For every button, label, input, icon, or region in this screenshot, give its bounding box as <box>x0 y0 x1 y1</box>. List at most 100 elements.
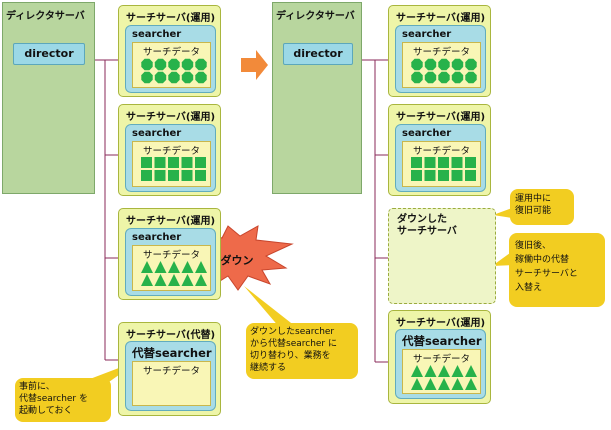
data-octagon-icon <box>438 71 450 84</box>
data-triangle-icon <box>181 261 194 273</box>
data-octagon-icon <box>141 71 153 84</box>
data-triangle-icon <box>141 261 153 273</box>
search-server-left-3-down: サーチサーバ(運用) searcher サーチデータ <box>118 208 221 300</box>
searcher-label: searcher <box>132 128 182 139</box>
data-octagon-icon <box>141 58 153 71</box>
search-data: サーチデータ <box>402 141 481 187</box>
search-data-label: サーチデータ <box>412 354 470 365</box>
search-server-title: サーチサーバ(代替) <box>126 330 216 341</box>
searcher-process: searcher サーチデータ <box>125 228 216 296</box>
search-server-left-standby: サーチサーバ(代替) 代替searcher サーチデータ <box>118 322 221 416</box>
search-server-title: サーチサーバ(運用) <box>396 318 486 329</box>
data-triangle-icon <box>465 378 477 390</box>
search-data: サーチデータ <box>132 141 211 187</box>
data-square-icon <box>424 157 436 168</box>
director-server-title: ディレクタサーバ <box>276 11 355 22</box>
director-process: director <box>283 43 353 65</box>
search-data-label: サーチデータ <box>142 366 200 377</box>
search-server-left-2: サーチサーバ(運用) searcher サーチデータ <box>118 104 221 196</box>
search-data-label: サーチデータ <box>412 47 470 58</box>
search-data-label: サーチデータ <box>142 250 200 261</box>
search-data: サーチデータ <box>132 42 211 88</box>
data-octagon-icon <box>195 71 207 84</box>
search-data-label: サーチデータ <box>412 146 470 157</box>
data-triangle-icon <box>168 261 180 273</box>
director-server-title: ディレクタサーバ <box>6 11 85 22</box>
data-square-icon <box>141 157 152 168</box>
data-octagon-icon <box>465 58 477 71</box>
data-triangle-icon <box>451 378 464 390</box>
search-server-right-1: サーチサーバ(運用) searcher サーチデータ <box>388 5 491 97</box>
callout-replace: 復旧後、 稼働中の代替 サーチサーバと 入替え <box>509 233 605 307</box>
standby-searcher-process: 代替searcher サーチデータ <box>125 341 216 411</box>
data-square-icon <box>438 157 449 168</box>
data-triangle-icon <box>438 365 450 377</box>
data-triangle-icon <box>411 365 423 377</box>
data-square-icon <box>168 157 179 168</box>
callout-tail-switch <box>244 286 300 330</box>
connector-lines-right <box>362 59 388 363</box>
data-triangle-icon <box>168 274 180 286</box>
data-square-icon <box>411 170 422 181</box>
data-octagon-icon <box>154 71 167 84</box>
data-triangle-icon <box>195 261 207 273</box>
data-square-icon <box>195 170 206 181</box>
searcher-label: 代替searcher <box>132 346 212 360</box>
data-octagon-icon <box>181 58 194 71</box>
data-triangle-icon <box>451 365 464 377</box>
data-triangle-icon <box>411 378 423 390</box>
data-octagon-icon <box>411 71 423 84</box>
searcher-process: searcher サーチデータ <box>125 25 216 93</box>
data-square-icon <box>168 170 179 181</box>
searcher-label: 代替searcher <box>402 334 482 348</box>
director-process: director <box>13 43 85 65</box>
data-triangle-icon <box>154 274 167 286</box>
data-octagon-icon <box>154 58 167 71</box>
data-square-icon <box>438 170 449 181</box>
callout-recover: 運用中に 復旧可能 <box>510 189 574 225</box>
search-data-label: サーチデータ <box>142 146 200 157</box>
search-server-title: サーチサーバ(運用) <box>126 112 216 123</box>
data-triangle-icon <box>141 274 153 286</box>
search-server-right-3-promoted: サーチサーバ(運用) 代替searcher サーチデータ <box>388 310 491 404</box>
data-square-icon <box>141 170 152 181</box>
data-triangle-icon <box>438 378 450 390</box>
data-square-icon <box>154 170 166 181</box>
data-octagon-icon <box>168 58 180 71</box>
search-server-right-2: サーチサーバ(運用) searcher サーチデータ <box>388 104 491 196</box>
searcher-process: searcher サーチデータ <box>125 124 216 192</box>
down-search-server: ダウンした サーチサーバ <box>388 208 496 304</box>
search-server-left-1: サーチサーバ(運用) searcher サーチデータ <box>118 5 221 97</box>
callout-tail-replace <box>492 253 514 266</box>
data-square-icon <box>451 157 463 168</box>
searcher-label: searcher <box>132 232 182 243</box>
transition-arrow-icon <box>241 50 268 80</box>
data-square-icon <box>154 157 166 168</box>
data-octagon-icon <box>168 71 180 84</box>
director-server-left: ディレクタサーバ director <box>2 2 95 194</box>
search-data-empty: サーチデータ <box>132 361 211 406</box>
searcher-label: searcher <box>402 128 452 139</box>
searcher-process: searcher サーチデータ <box>395 124 486 192</box>
data-square-icon <box>181 170 193 181</box>
callout-tail-recover <box>493 208 512 218</box>
search-server-title: サーチサーバ(運用) <box>396 13 486 24</box>
data-triangle-icon <box>154 261 167 273</box>
data-square-icon <box>451 170 463 181</box>
data-octagon-icon <box>424 71 437 84</box>
data-octagon-icon <box>411 58 423 71</box>
data-triangle-icon <box>181 274 194 286</box>
standby-searcher-process: 代替searcher サーチデータ <box>395 329 486 399</box>
searcher-process: searcher サーチデータ <box>395 25 486 93</box>
explosion-label: ダウン <box>221 253 254 267</box>
data-triangle-icon <box>424 378 437 390</box>
data-square-icon <box>181 157 193 168</box>
data-octagon-icon <box>195 58 207 71</box>
data-square-icon <box>465 170 476 181</box>
connector-lines-left <box>95 59 118 361</box>
search-server-title: サーチサーバ(運用) <box>126 13 216 24</box>
data-octagon-icon <box>181 71 194 84</box>
callout-switch: ダウンしたsearcher から代替searcher に 切り替わり、業務を 継… <box>246 323 358 379</box>
down-server-label: ダウンした サーチサーバ <box>397 214 457 237</box>
search-data: サーチデータ <box>402 349 481 394</box>
